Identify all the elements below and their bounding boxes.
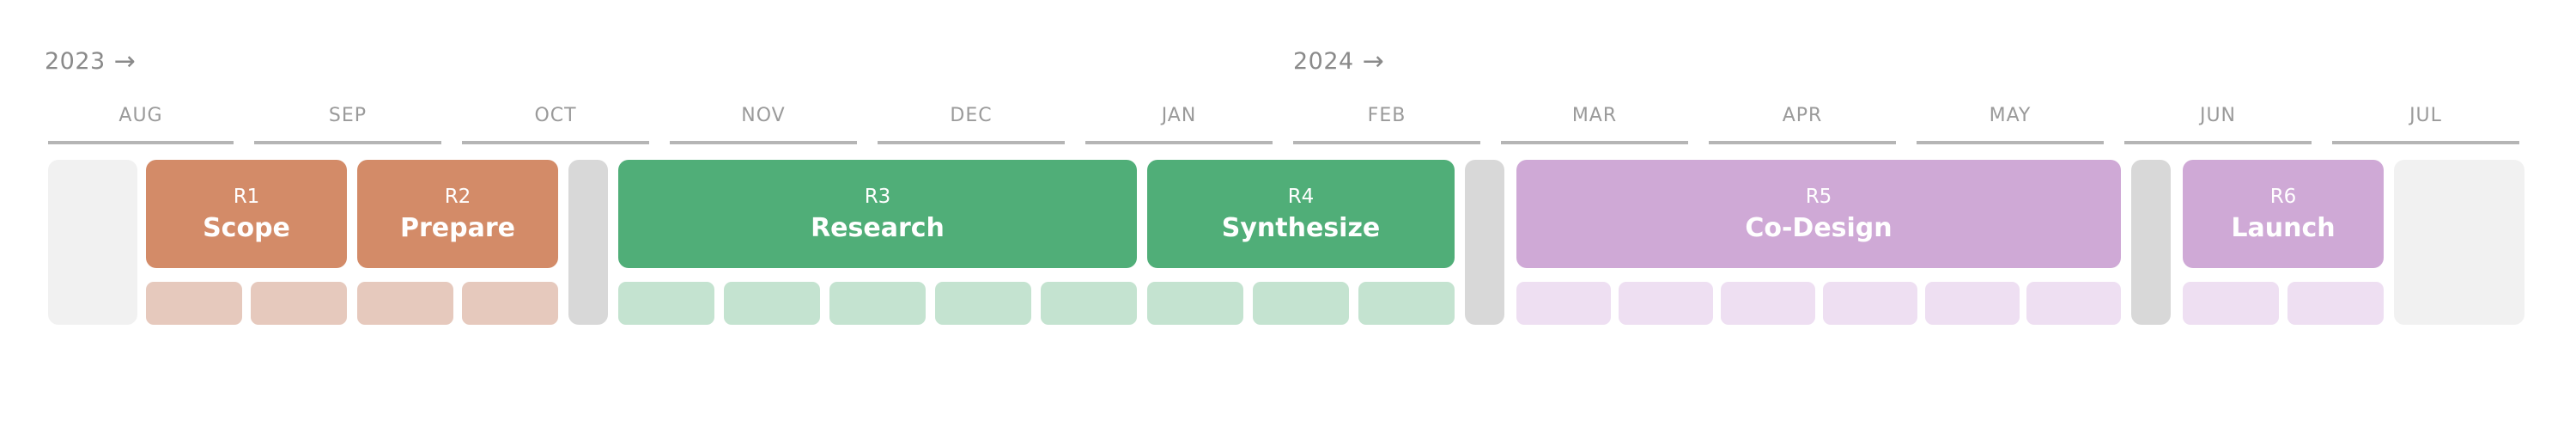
phase-name: Synthesize <box>1221 212 1381 243</box>
phase-r3-research[interactable]: R3 Research <box>618 160 1137 268</box>
month-oct: OCT <box>462 105 649 144</box>
subtask-block[interactable] <box>1619 282 1713 325</box>
month-mar: MAR <box>1501 105 1688 144</box>
subtask-block[interactable] <box>1358 282 1455 325</box>
phase-r2-prepare[interactable]: R2 Prepare <box>357 160 558 268</box>
arrow-right-icon: → <box>1362 46 1385 76</box>
phase-r5-co-design[interactable]: R5 Co-Design <box>1516 160 2121 268</box>
subtask-block[interactable] <box>1253 282 1349 325</box>
phase-code: R2 <box>444 185 471 208</box>
month-dec: DEC <box>878 105 1065 144</box>
subtask-block[interactable] <box>357 282 453 325</box>
phase-code: R1 <box>233 185 260 208</box>
gap-block-feb <box>1465 160 1504 325</box>
month-jul: JUL <box>2332 105 2519 144</box>
phase-code: R3 <box>864 185 891 208</box>
phase-r4-synthesize[interactable]: R4 Synthesize <box>1147 160 1455 268</box>
subtask-block[interactable] <box>251 282 347 325</box>
phase-code: R6 <box>2269 185 2297 208</box>
month-nov: NOV <box>670 105 857 144</box>
subtask-block[interactable] <box>1041 282 1137 325</box>
month-feb: FEB <box>1293 105 1480 144</box>
subtask-block[interactable] <box>2026 282 2121 325</box>
month-jun: JUN <box>2124 105 2312 144</box>
phase-code: R5 <box>1805 185 1832 208</box>
year-label-2023: 2023 → <box>45 48 136 75</box>
subtask-block[interactable] <box>2287 282 2384 325</box>
year-text: 2023 <box>45 48 106 75</box>
month-aug: AUG <box>48 105 234 144</box>
month-jan: JAN <box>1085 105 1273 144</box>
subtask-block[interactable] <box>724 282 820 325</box>
month-may: MAY <box>1917 105 2104 144</box>
subtask-block[interactable] <box>829 282 926 325</box>
month-sep: SEP <box>254 105 441 144</box>
empty-trail-block <box>2394 160 2524 325</box>
subtask-block[interactable] <box>146 282 242 325</box>
phase-name: Research <box>811 212 945 243</box>
month-apr: APR <box>1709 105 1896 144</box>
subtask-block[interactable] <box>2183 282 2279 325</box>
phase-name: Scope <box>203 212 290 243</box>
subtask-block[interactable] <box>1823 282 1917 325</box>
arrow-right-icon: → <box>113 46 137 76</box>
phase-name: Prepare <box>400 212 515 243</box>
phase-name: Launch <box>2231 212 2336 243</box>
year-text: 2024 <box>1293 48 1354 75</box>
subtask-block[interactable] <box>618 282 714 325</box>
phase-r6-launch[interactable]: R6 Launch <box>2183 160 2384 268</box>
gap-block-jun <box>2131 160 2171 325</box>
phase-name: Co-Design <box>1745 212 1893 243</box>
subtask-block[interactable] <box>1925 282 2020 325</box>
gap-block-oct <box>568 160 608 325</box>
phase-r1-scope[interactable]: R1 Scope <box>146 160 347 268</box>
subtask-block[interactable] <box>935 282 1031 325</box>
empty-lead-block <box>48 160 137 325</box>
subtask-block[interactable] <box>1721 282 1815 325</box>
subtask-block[interactable] <box>1516 282 1611 325</box>
subtask-block[interactable] <box>1147 282 1243 325</box>
phase-code: R4 <box>1287 185 1315 208</box>
subtask-block[interactable] <box>462 282 558 325</box>
year-label-2024: 2024 → <box>1293 48 1384 75</box>
